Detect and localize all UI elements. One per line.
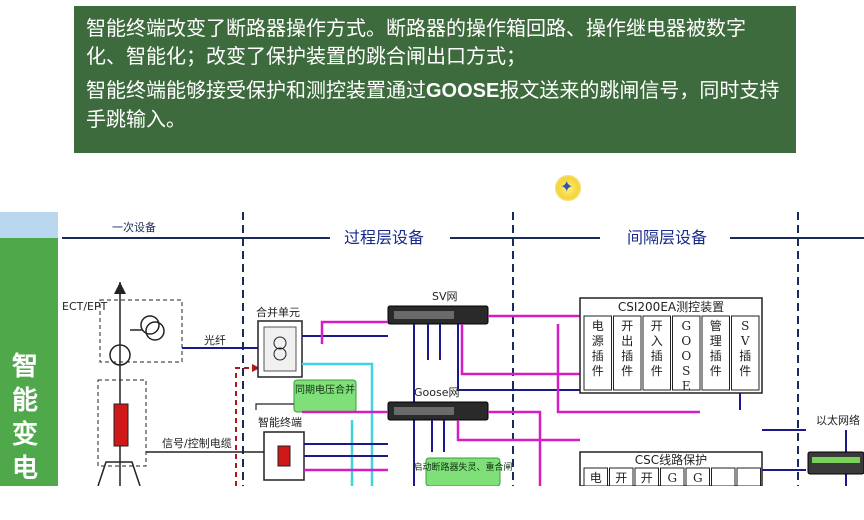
smart-terminal-breaker-icon xyxy=(277,445,291,467)
csc-plugin-slot xyxy=(634,467,659,486)
arrow-up-icon xyxy=(114,282,126,294)
ct-ring-icon xyxy=(109,344,131,366)
csc-plugin-slot xyxy=(609,467,634,486)
callout-pointer xyxy=(255,403,294,410)
csc-plugin-label: G xyxy=(667,471,677,485)
csc-plugin-slot xyxy=(583,467,608,486)
label-smart-terminal: 智能终端 xyxy=(258,415,302,429)
label-ect-ept: ECT/EPT xyxy=(62,300,108,313)
goose-to-csc xyxy=(488,410,542,486)
breaker-box xyxy=(97,379,147,467)
breaker-icon xyxy=(113,403,129,447)
csc-plugin-label: 电 xyxy=(590,471,602,485)
goose-line-csi xyxy=(556,324,700,414)
transformer-coil-icon xyxy=(140,315,160,335)
csi-plugin-slot xyxy=(731,315,760,391)
breaker-base xyxy=(97,461,141,486)
csc-plugin-slot xyxy=(711,467,736,486)
csi-plugin-slot xyxy=(642,315,671,391)
transformer-coil-icon-2 xyxy=(145,321,165,341)
csc-plugin-label: 开 xyxy=(641,471,653,485)
label-merging-unit: 合并单元 xyxy=(256,305,300,319)
label-fiber: 光纤 xyxy=(204,333,226,347)
label-ethernet: 以太网络 xyxy=(816,413,860,427)
sv-switch-ports xyxy=(394,311,454,319)
summary-banner: 智能终端改变了断路器操作方式。断路器的操作箱回路、操作继电器被数字化、智能化；改… xyxy=(74,6,796,153)
csi-plugin-slot xyxy=(583,315,612,391)
csc-plugin-slot xyxy=(660,467,685,486)
sidebar-header-strip xyxy=(0,212,58,238)
csi-plugin-slot xyxy=(701,315,730,391)
merging-unit-coil-icon xyxy=(273,336,287,350)
csi-plugin-label: 开入插件 xyxy=(651,319,663,378)
red-arrow-icon xyxy=(252,364,260,372)
label-signal-cable: 信号/控制电缆 xyxy=(162,436,232,450)
csi-plugin-label: 开出插件 xyxy=(621,319,633,378)
goose-to-csc-2 xyxy=(456,420,580,442)
csc-plugin-label: 开 xyxy=(615,471,627,485)
csi-plugin-label: 管理插件 xyxy=(710,318,722,378)
label-primary-equipment: 一次设备 xyxy=(112,220,156,234)
label-sv-net: SV网 xyxy=(432,290,458,303)
cyan-link-1 xyxy=(302,362,374,486)
label-goose-net: Goose网 xyxy=(414,386,459,399)
breaker-fail-callout xyxy=(425,457,501,486)
banner-line-2: 智能终端能够接受保护和测控装置通过GOOSE报文送来的跳闸信号，同时支持手跳输入… xyxy=(86,78,780,131)
label-process-layer: 过程层设备 xyxy=(344,228,424,247)
csi-plugin-label: 电源插件 xyxy=(592,319,604,378)
label-breaker-fail: 启动断路器失灵、重合闸 xyxy=(413,461,512,473)
merging-unit-inner xyxy=(263,326,297,372)
red-dashed-link xyxy=(235,367,258,486)
csc-plugin-slot xyxy=(736,467,761,486)
ethernet-switch-leds xyxy=(812,457,860,463)
csc-plugin-slot xyxy=(685,467,710,486)
csi-plugin-slot xyxy=(672,315,701,391)
banner-line-1: 智能终端改变了断路器操作方式。断路器的操作箱回路、操作继电器被数字化、智能化；改… xyxy=(86,16,746,68)
label-csi-device: CSI200EA测控装置 xyxy=(618,300,724,314)
goose-switch-ports xyxy=(394,407,454,415)
merging-unit-coil-icon-2 xyxy=(273,347,287,361)
goose-line-mu xyxy=(320,320,388,344)
pointer-cursor-icon: ✦ xyxy=(555,175,581,201)
architecture-diagram: 一次设备 过程层设备 间隔层设备 ECT/EPT 光纤 信号/控制电缆 合并单元… xyxy=(62,212,864,486)
sidebar-panel xyxy=(0,212,58,486)
csi-plugin-slot xyxy=(613,315,642,391)
ct-pt-box xyxy=(99,299,183,363)
label-csc-device: CSC线路保护 xyxy=(635,452,707,467)
goose-line-mid xyxy=(460,324,580,376)
label-sync-voltage: 同期电压合并 xyxy=(295,383,355,396)
csc-plugin-label: G xyxy=(693,471,703,485)
label-bay-layer: 间隔层设备 xyxy=(627,228,707,247)
